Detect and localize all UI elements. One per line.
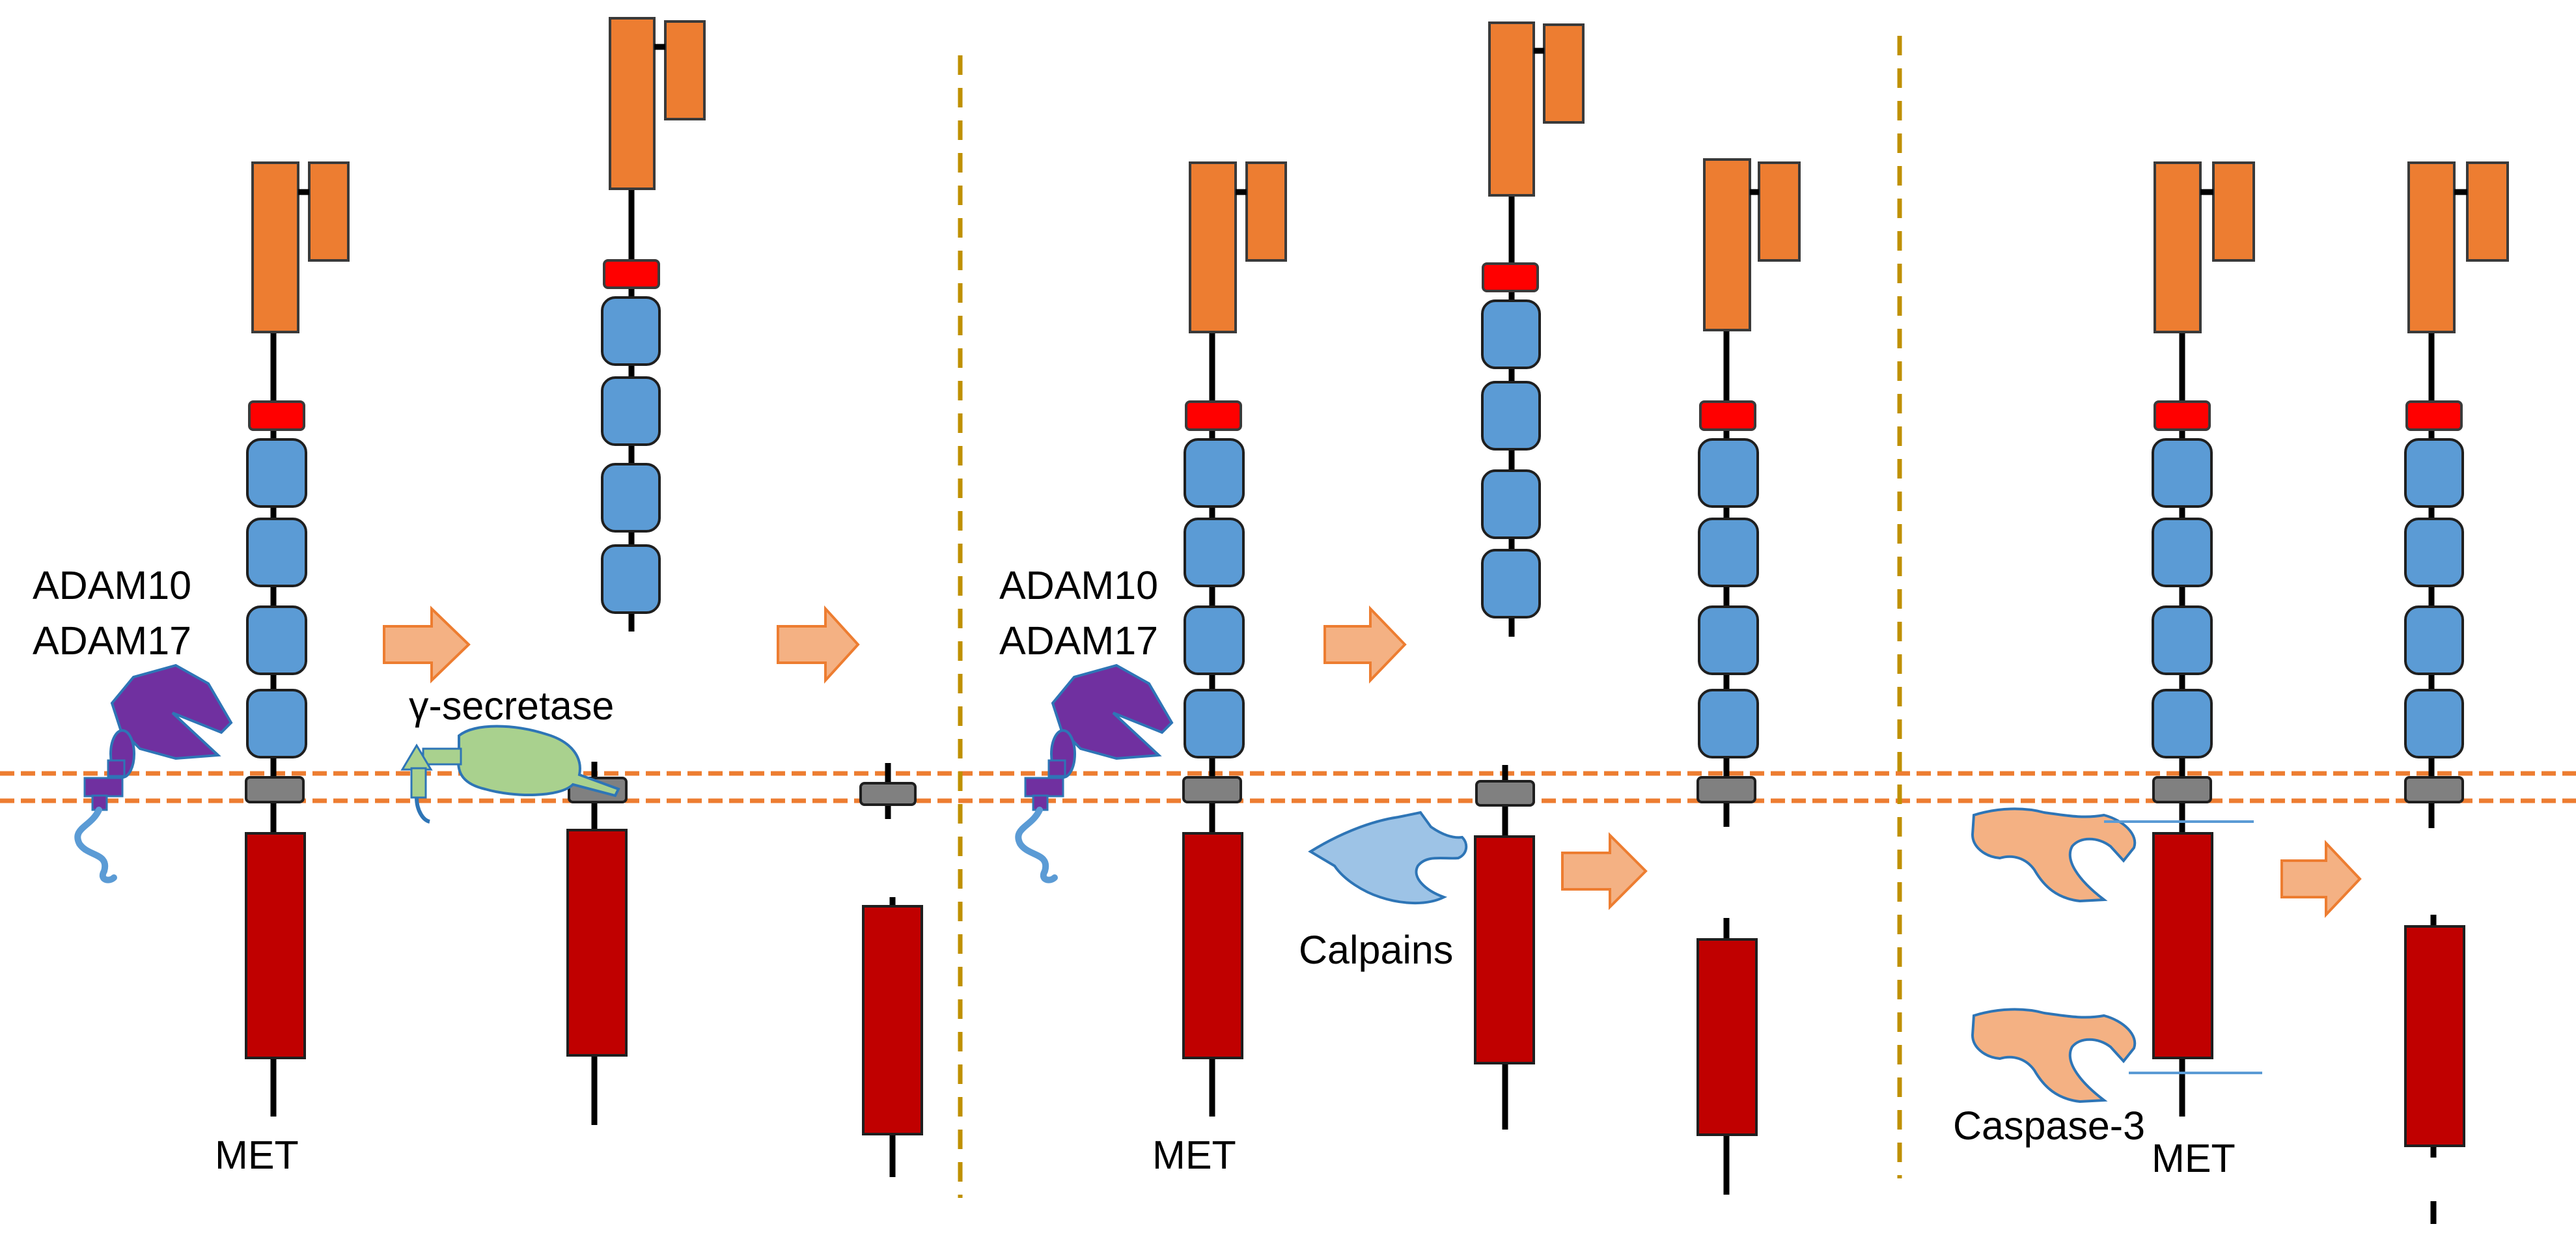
ipt-domain-4 [2404, 689, 2464, 758]
ipt-domain-4 [1184, 689, 1245, 758]
sema-domain-small [1245, 161, 1287, 262]
psi-domain [2154, 400, 2211, 431]
sema-domain [2407, 161, 2456, 333]
label-adam10-panel1: ADAM10 [33, 563, 191, 607]
sema-domain [1488, 21, 1535, 197]
process-arrow-5 [2280, 839, 2362, 919]
label-calpains: Calpains [1299, 928, 1453, 972]
label-caspase-3: Caspase-3 [1953, 1104, 2145, 1148]
psi-domain [1185, 400, 1242, 431]
ipt-domain-1 [2404, 438, 2464, 508]
ipt-domain-2 [2404, 518, 2464, 587]
adam-protease-shape-1 [74, 663, 233, 883]
kinase-domain [1182, 832, 1243, 1059]
ipt-domain-3 [2404, 605, 2464, 675]
sema-domain [1189, 161, 1237, 333]
ipt-domain-4 [601, 544, 661, 614]
kinase-domain [1474, 835, 1535, 1064]
psi-domain [2405, 400, 2463, 431]
sema-domain-small [2466, 161, 2509, 262]
ipt-domain-1 [1481, 299, 1541, 369]
transmembrane-domain [1475, 780, 1535, 807]
caspase-shape-upper [1971, 807, 2254, 903]
process-arrow-4 [1561, 832, 1648, 910]
kinase-domain [2404, 925, 2465, 1147]
met-receptor-full-panel3 [2152, 161, 2255, 1117]
kinase-domain [1697, 938, 1758, 1136]
ipt-domain-4 [246, 689, 307, 758]
sema-domain-small [1758, 161, 1801, 262]
kinase-domain [2152, 832, 2213, 1059]
sema-domain-small [2212, 161, 2255, 262]
calpain-shape [1308, 811, 1468, 905]
ipt-domain-2 [601, 376, 661, 446]
sema-domain-small [1543, 23, 1585, 124]
sema-domain [2154, 161, 2202, 333]
ipt-domain-3 [246, 605, 307, 675]
met-receptor-truncated-panel3 [2404, 161, 2509, 828]
ipt-domain-2 [1184, 518, 1245, 587]
ipt-domain-3 [601, 463, 661, 533]
label-met-panel2: MET [1152, 1133, 1236, 1177]
ipt-domain-4 [1481, 549, 1541, 618]
caspase-shape-lower [1971, 1008, 2262, 1104]
met-icd-fragment-panel3 [2404, 915, 2465, 1224]
psi-domain [603, 259, 660, 289]
transmembrane-domain [2404, 776, 2464, 803]
transmembrane-domain [859, 782, 917, 806]
met-receptor-full-panel2 [1182, 161, 1287, 1117]
label-adam10-panel2: ADAM10 [999, 563, 1158, 607]
kinase-domain [566, 829, 628, 1057]
sema-domain-small [664, 20, 706, 120]
label-adam17-panel2: ADAM17 [999, 618, 1158, 663]
met-ectodomain-released-panel1 [601, 17, 706, 632]
label-met-panel1: MET [215, 1133, 299, 1177]
ipt-domain-1 [601, 296, 661, 366]
ipt-domain-3 [2152, 605, 2213, 675]
ipt-domain-2 [2152, 518, 2213, 587]
psi-domain [1482, 262, 1539, 292]
met-c-terminal-fragment-panel1 [566, 762, 628, 1125]
adam-protease-shape-2 [1015, 663, 1174, 883]
met-c-terminal-fragment-panel2 [1474, 765, 1535, 1130]
psi-domain [1699, 400, 1756, 431]
label-gamma-secretase: γ-secretase [409, 684, 614, 728]
ipt-domain-1 [2152, 438, 2213, 508]
met-icd-fragment-panel2 [1697, 918, 1758, 1195]
gamma-secretase-shape [400, 725, 620, 824]
ipt-domain-3 [1698, 605, 1759, 675]
sema-domain [609, 17, 656, 190]
met-icd-fragment-panel1 [859, 763, 923, 1177]
sema-domain-small [308, 161, 350, 262]
met-receptor-full-panel1 [245, 161, 350, 1117]
ipt-domain-2 [246, 518, 307, 587]
process-arrow-1 [383, 605, 471, 684]
sema-domain [251, 161, 299, 333]
process-arrow-2 [777, 605, 860, 684]
psi-domain [248, 400, 305, 431]
process-arrow-3 [1323, 605, 1407, 684]
ipt-domain-4 [2152, 689, 2213, 758]
sema-domain [1703, 158, 1751, 331]
transmembrane-domain [1182, 776, 1242, 803]
ipt-domain-4 [1698, 689, 1759, 758]
transmembrane-domain [2152, 776, 2212, 803]
ipt-domain-3 [1481, 469, 1541, 539]
kinase-domain [245, 832, 306, 1059]
ipt-domain-1 [246, 438, 307, 508]
met-ectodomain-released-panel2 [1481, 21, 1585, 637]
label-met-panel3: MET [2152, 1136, 2236, 1180]
ipt-domain-2 [1481, 381, 1541, 451]
met-receptor-truncated-panel2 [1697, 158, 1801, 827]
ipt-domain-2 [1698, 518, 1759, 587]
label-adam17-panel1: ADAM17 [33, 618, 191, 663]
transmembrane-domain [245, 776, 305, 803]
ipt-domain-1 [1184, 438, 1245, 508]
transmembrane-domain [1697, 776, 1756, 803]
ipt-domain-3 [1184, 605, 1245, 675]
kinase-domain [862, 905, 923, 1135]
ipt-domain-1 [1698, 438, 1759, 508]
